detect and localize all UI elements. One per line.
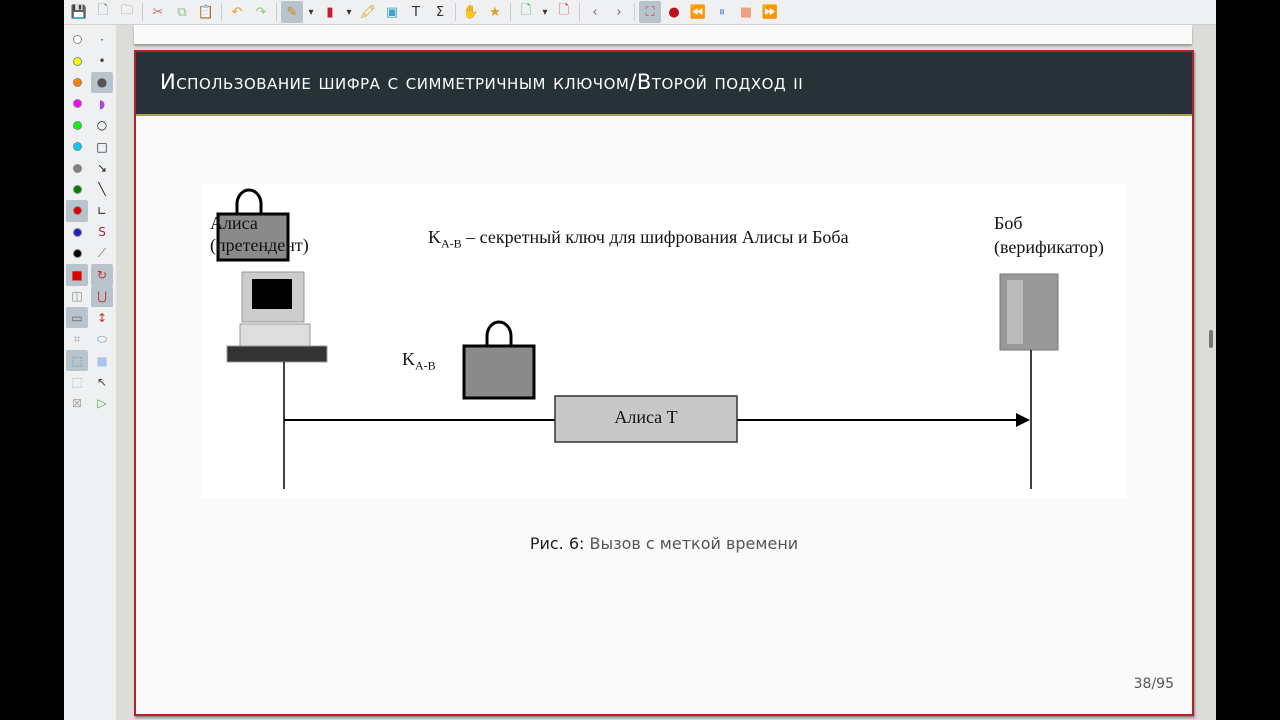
pen-icon[interactable]: ✎ bbox=[281, 1, 303, 23]
medium-dot-icon[interactable]: • bbox=[98, 54, 106, 69]
previous-page bbox=[134, 25, 1192, 44]
rewind-icon[interactable]: ⏪ bbox=[689, 4, 707, 20]
scrollbar[interactable] bbox=[1209, 330, 1213, 348]
color-swatch[interactable] bbox=[66, 179, 88, 200]
toolbar-separator bbox=[221, 3, 222, 21]
alice-label: Алиса bbox=[210, 213, 258, 233]
circle-icon[interactable]: ○ bbox=[96, 118, 108, 133]
page-view-icon[interactable]: ▭ bbox=[66, 307, 88, 329]
lock-icon-message bbox=[462, 320, 536, 400]
color-swatch[interactable] bbox=[66, 50, 88, 71]
color-swatch[interactable] bbox=[66, 93, 88, 114]
formula-icon[interactable]: Σ bbox=[435, 4, 445, 20]
fill-color-icon[interactable]: ■ bbox=[66, 264, 88, 286]
new-page-icon[interactable]: 🗋 bbox=[97, 3, 109, 18]
ellipse-icon[interactable]: ⬭ bbox=[96, 331, 108, 346]
large-dot-icon[interactable]: ● bbox=[91, 71, 113, 94]
next-icon[interactable]: › bbox=[616, 4, 622, 20]
dropdown-icon[interactable]: ▾ bbox=[346, 6, 352, 18]
toolbar-separator bbox=[510, 3, 511, 21]
page-number: 38/95 bbox=[1133, 676, 1174, 692]
arrow-head bbox=[1016, 413, 1030, 427]
color-swatch[interactable] bbox=[66, 222, 88, 243]
document-viewer[interactable]: Использование шифра с симметричным ключо… bbox=[116, 25, 1216, 720]
dropdown-icon[interactable]: ▾ bbox=[542, 6, 548, 18]
text-icon[interactable]: T bbox=[412, 4, 420, 20]
color-swatch[interactable] bbox=[66, 115, 88, 136]
cut-icon[interactable]: ✂ bbox=[152, 4, 164, 20]
copy-icon[interactable]: ⧉ bbox=[177, 4, 187, 20]
fill-rect-icon[interactable]: ■ bbox=[96, 353, 108, 368]
previous-icon[interactable]: ‹ bbox=[592, 4, 598, 20]
toolbar-separator bbox=[276, 3, 277, 21]
select-region-icon[interactable]: ⌗ bbox=[73, 331, 81, 346]
redo-icon[interactable]: ↷ bbox=[255, 4, 267, 20]
highlighter-icon[interactable]: 🖍 bbox=[359, 4, 377, 20]
open-icon[interactable]: 🗀 bbox=[120, 3, 134, 18]
alice-role: (претендент) bbox=[210, 235, 309, 255]
toolbar-separator bbox=[142, 3, 143, 21]
dropdown-icon[interactable]: ▾ bbox=[308, 6, 314, 18]
diagram-figure: Алиса (претендент) Боб (верификатор) KA-… bbox=[202, 184, 1127, 498]
vertical-space-icon[interactable]: ↕ bbox=[96, 310, 108, 325]
toolbar-separator bbox=[455, 3, 456, 21]
server-icon bbox=[999, 273, 1059, 351]
arrow-icon[interactable]: ↘ bbox=[96, 161, 108, 176]
figure-caption: Рис. 6: Вызов с меткой времени bbox=[529, 534, 799, 553]
magnet-icon[interactable]: ⋃ bbox=[91, 285, 113, 308]
message-box bbox=[554, 395, 738, 443]
delete-page-icon[interactable]: 🗋 bbox=[558, 3, 570, 18]
lock-icon-legend bbox=[216, 188, 290, 262]
computer-icon bbox=[226, 271, 328, 363]
fast-forward-icon[interactable]: ⏩ bbox=[761, 4, 779, 20]
fill-shape-icon[interactable]: ◗ bbox=[98, 96, 106, 111]
add-page-icon[interactable]: 🗋 bbox=[520, 3, 532, 18]
fit-icon[interactable]: ⛶ bbox=[639, 1, 661, 23]
save-icon[interactable]: 💾 bbox=[70, 4, 88, 20]
key-legend: KA-B – секретный ключ для шифрования Али… bbox=[428, 227, 849, 251]
coordinate-icon[interactable]: ∟ bbox=[96, 203, 108, 218]
diagram-svg bbox=[216, 188, 1059, 489]
slide: Использование шифра с симметричным ключо… bbox=[134, 50, 1194, 716]
small-dot-icon[interactable]: · bbox=[100, 32, 104, 47]
select-rect-icon[interactable]: ⊠ bbox=[71, 396, 83, 411]
line-icon[interactable]: ╲ bbox=[98, 182, 106, 197]
hand-icon[interactable]: ✋ bbox=[462, 4, 480, 20]
tool-palette: ■ ◫ ▭ ⌗ ⬚ ⬚ ⊠ · • ● ◗ ○ □ ↘ ╲ ∟ S ⟋ ↻⋃ ↕ ⬭ ■ ↖ ▷ bbox=[64, 25, 116, 720]
select-area-icon[interactable]: ⬚ bbox=[66, 349, 88, 372]
message-label: Алиса T bbox=[614, 407, 678, 427]
rotate-snap-icon[interactable]: ↻ bbox=[91, 264, 113, 286]
bob-role: (верификатор) bbox=[994, 237, 1104, 257]
record-icon[interactable]: ● bbox=[668, 4, 680, 20]
key-label: KA-B bbox=[402, 349, 436, 373]
color-swatch[interactable] bbox=[66, 243, 88, 264]
cursor-icon[interactable]: ↖ bbox=[96, 374, 108, 389]
ruler-icon[interactable]: ⟋ bbox=[97, 246, 107, 261]
favorite-tool-icon[interactable]: ★ bbox=[489, 4, 501, 20]
bob-label: Боб bbox=[994, 213, 1023, 233]
stop-icon[interactable]: ■ bbox=[739, 4, 753, 20]
pause-icon[interactable]: ⏸ bbox=[718, 4, 726, 20]
rectangle-icon[interactable]: □ bbox=[96, 139, 108, 154]
color-swatch[interactable] bbox=[66, 157, 88, 178]
select-object-icon[interactable]: ⬚ bbox=[71, 374, 83, 389]
color-swatch[interactable] bbox=[66, 29, 88, 50]
paste-icon[interactable]: 📋 bbox=[197, 4, 215, 20]
image-icon[interactable]: ▣ bbox=[385, 4, 399, 20]
split-view-icon[interactable]: ◫ bbox=[71, 289, 83, 304]
play-object-icon[interactable]: ▷ bbox=[97, 396, 107, 411]
color-swatch[interactable] bbox=[66, 136, 88, 157]
color-swatch[interactable] bbox=[66, 72, 88, 93]
toolbar-separator bbox=[579, 3, 580, 21]
spline-icon[interactable]: S bbox=[98, 225, 106, 240]
toolbar-separator bbox=[634, 3, 635, 21]
eraser-icon[interactable]: ▮ bbox=[326, 4, 334, 20]
undo-icon[interactable]: ↶ bbox=[231, 4, 243, 20]
color-swatch[interactable] bbox=[66, 200, 88, 222]
slide-title: Использование шифра с симметричным ключо… bbox=[136, 52, 1192, 116]
